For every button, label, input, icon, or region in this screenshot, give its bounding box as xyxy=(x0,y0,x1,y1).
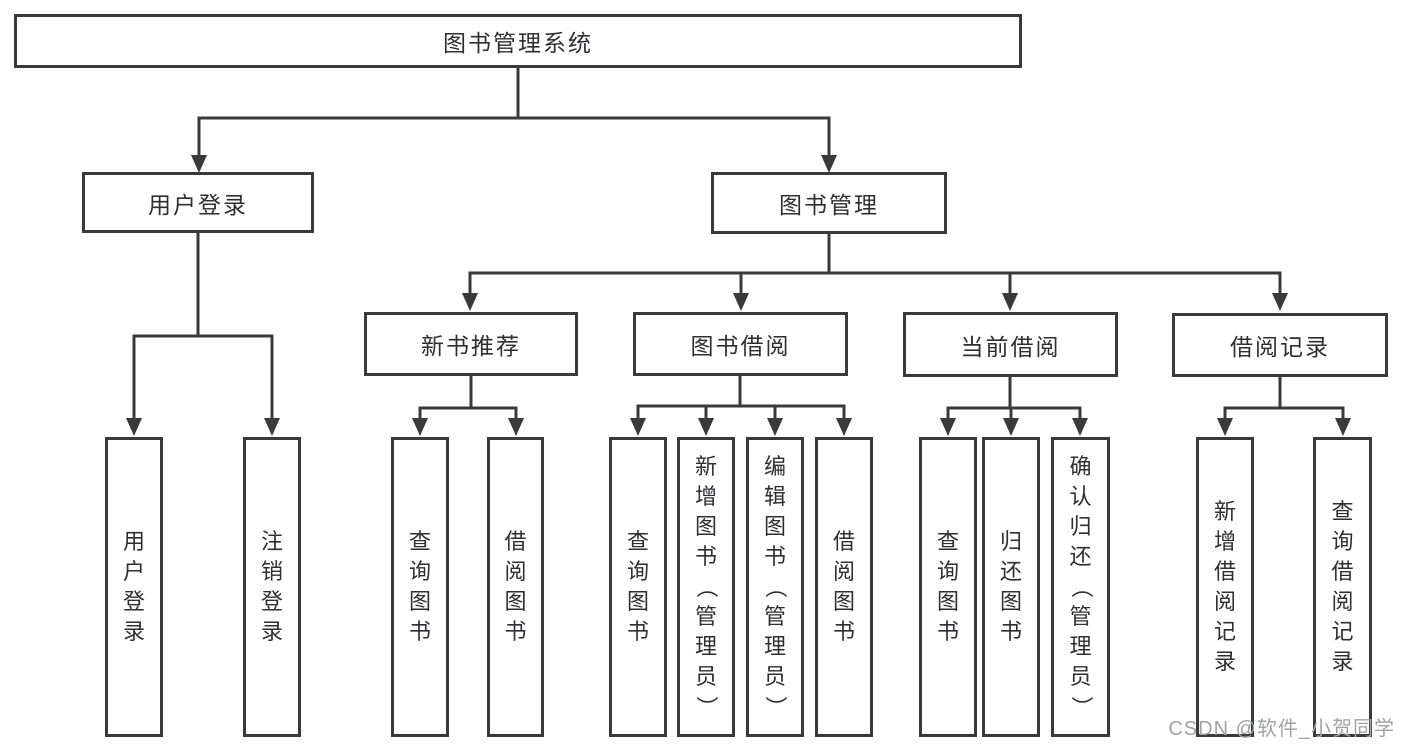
node-book-borrow-label: 图书借阅 xyxy=(690,333,791,359)
leaf-borrow-query-books-label: 查询图书 xyxy=(626,529,649,644)
node-new-book-recommend: 新书推荐 xyxy=(364,312,578,376)
leaf-current-query-books: 查询图书 xyxy=(919,437,977,737)
node-root-label: 图书管理系统 xyxy=(443,30,593,56)
node-borrow-records-label: 借阅记录 xyxy=(1230,334,1330,360)
leaf-user-login: 用户登录 xyxy=(105,437,163,737)
leaf-logout: 注销登录 xyxy=(243,437,301,737)
leaf-current-return-book-label: 归还图书 xyxy=(999,529,1022,644)
node-current-borrow: 当前借阅 xyxy=(903,312,1118,377)
leaf-user-login-label: 用户登录 xyxy=(122,529,145,644)
node-new-book-recommend-label: 新书推荐 xyxy=(421,333,521,359)
leaf-borrow-borrow-books-label: 借阅图书 xyxy=(832,529,855,644)
node-book-management-label: 图书管理 xyxy=(779,192,879,218)
leaf-borrow-query-books: 查询图书 xyxy=(609,437,667,737)
leaf-recommend-query-books-label: 查询图书 xyxy=(408,529,431,644)
node-root: 图书管理系统 xyxy=(14,14,1022,68)
leaf-recommend-query-books: 查询图书 xyxy=(391,437,449,737)
leaf-borrow-borrow-books: 借阅图书 xyxy=(815,437,873,737)
leaf-current-return-book: 归还图书 xyxy=(982,437,1040,737)
node-book-management: 图书管理 xyxy=(711,172,947,234)
leaf-current-confirm-return-admin: 确认归还（管理员） xyxy=(1051,437,1110,737)
leaf-borrow-add-book-admin-label: 新增图书（管理员） xyxy=(694,454,719,718)
node-borrow-records: 借阅记录 xyxy=(1172,313,1388,377)
leaf-current-query-books-label: 查询图书 xyxy=(936,529,959,644)
node-user-login: 用户登录 xyxy=(82,172,314,233)
leaf-borrow-add-book-admin: 新增图书（管理员） xyxy=(677,437,735,737)
leaf-recommend-borrow-books-label: 借阅图书 xyxy=(504,529,527,644)
leaf-current-confirm-return-admin-label: 确认归还（管理员） xyxy=(1068,454,1094,718)
leaf-recommend-borrow-books: 借阅图书 xyxy=(487,437,544,737)
leaf-records-add-record: 新增借阅记录 xyxy=(1196,437,1254,737)
watermark: CSDN @软件_小贺同学 xyxy=(1168,718,1395,740)
leaf-records-query-record-label: 查询借阅记录 xyxy=(1331,499,1354,674)
node-user-login-label: 用户登录 xyxy=(148,191,248,218)
leaf-records-add-record-label: 新增借阅记录 xyxy=(1213,499,1236,674)
node-book-borrow: 图书借阅 xyxy=(633,312,848,376)
leaf-logout-label: 注销登录 xyxy=(260,529,283,644)
leaf-borrow-edit-book-admin-label: 编辑图书（管理员） xyxy=(763,454,788,718)
node-current-borrow-label: 当前借阅 xyxy=(960,333,1061,360)
leaf-records-query-record: 查询借阅记录 xyxy=(1313,437,1372,737)
leaf-borrow-edit-book-admin: 编辑图书（管理员） xyxy=(746,437,804,737)
